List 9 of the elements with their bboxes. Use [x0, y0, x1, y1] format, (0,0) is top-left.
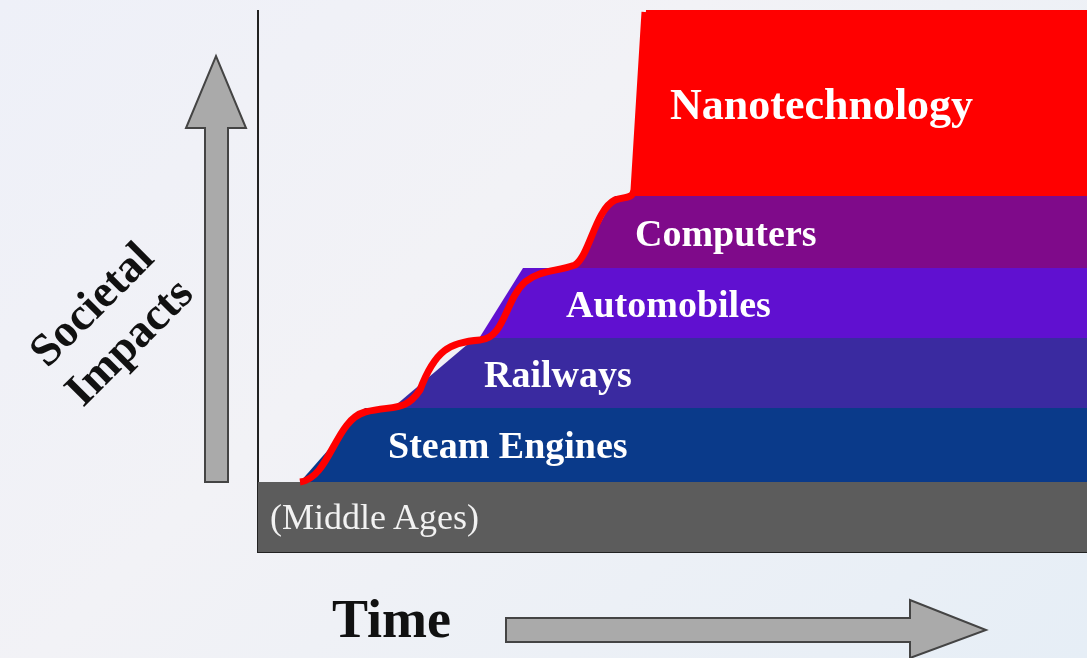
axis-title: Time	[332, 588, 451, 650]
band-label: (Middle Ages)	[270, 496, 479, 538]
band-label: Computers	[635, 211, 817, 255]
band-label: Railways	[484, 352, 632, 396]
band-label: Steam Engines	[388, 423, 628, 467]
band-label: Nanotechnology	[670, 78, 974, 130]
band-label: Automobiles	[566, 282, 771, 326]
timeline-band	[575, 196, 1087, 270]
timeline-band	[258, 482, 1087, 552]
